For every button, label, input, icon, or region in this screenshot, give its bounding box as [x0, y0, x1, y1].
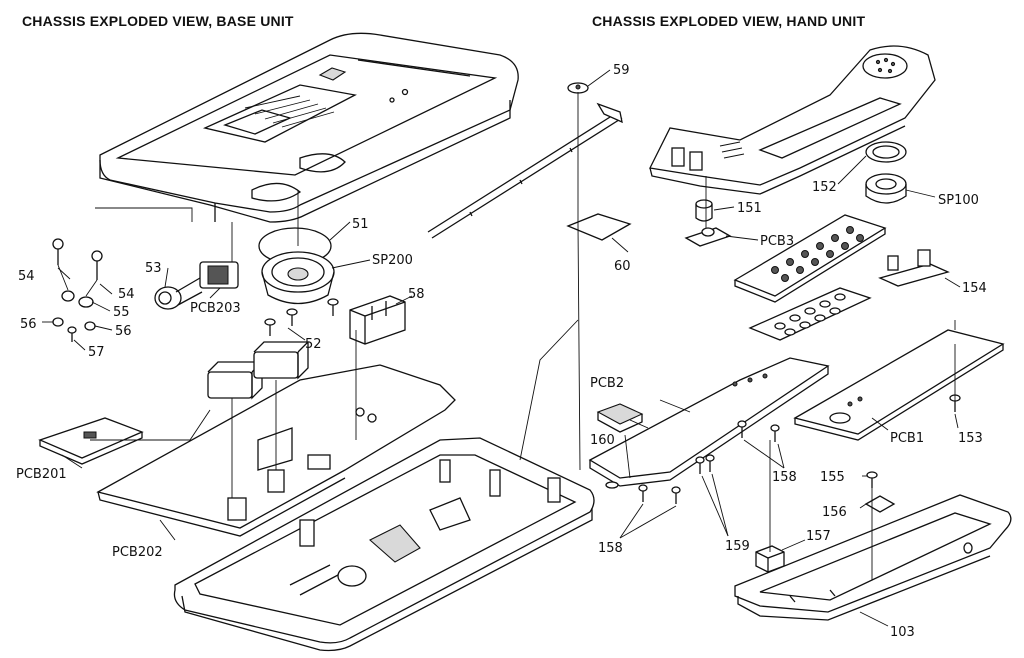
- label-pcb2: PCB2: [590, 376, 624, 391]
- label-sp200: SP200: [372, 253, 413, 268]
- label-56-right: 56: [115, 324, 132, 339]
- label-pcb201: PCB201: [16, 467, 67, 482]
- label-160: 160: [590, 433, 615, 448]
- label-58: 58: [408, 287, 425, 302]
- heading-base-unit: CHASSIS EXPLODED VIEW, BASE UNIT: [22, 13, 294, 29]
- label-pcb203: PCB203: [190, 301, 241, 316]
- label-pcb202: PCB202: [112, 545, 163, 560]
- screws-52: [264, 298, 339, 336]
- hand-top-cover: [649, 45, 936, 195]
- label-51: 51: [352, 217, 369, 232]
- label-158-left: 158: [598, 541, 623, 556]
- pcb1-board: [793, 329, 1005, 441]
- label-103: 103: [890, 625, 915, 640]
- hardware-left: [52, 238, 103, 342]
- hand-bottom-housing: [734, 494, 1012, 621]
- part-154: [878, 249, 950, 287]
- part-labels: 54 54 53 55 56 56 57 PCB203 51 SP200 52 …: [16, 63, 987, 640]
- label-60: 60: [614, 259, 631, 274]
- pcb202-board: [96, 341, 456, 537]
- part-58: [349, 295, 406, 345]
- label-54-left: 54: [18, 269, 35, 284]
- pcb203-jack: [154, 261, 239, 310]
- label-sp100: SP100: [938, 193, 979, 208]
- label-157: 157: [806, 529, 831, 544]
- pcb201-board: [38, 417, 144, 465]
- label-152: 152: [812, 180, 837, 195]
- label-151: 151: [737, 201, 762, 216]
- keypad-board: [733, 214, 887, 341]
- label-53: 53: [145, 261, 162, 276]
- antenna: [427, 82, 632, 241]
- label-155: 155: [820, 470, 845, 485]
- label-56-left: 56: [20, 317, 37, 332]
- label-156: 156: [822, 505, 847, 520]
- pcb3-part: [684, 199, 732, 247]
- label-55: 55: [113, 305, 130, 320]
- label-54-right: 54: [118, 287, 135, 302]
- label-153: 153: [958, 431, 983, 446]
- pcb2-board: [588, 357, 830, 489]
- label-59: 59: [613, 63, 630, 78]
- hand-speaker-sp100: [865, 141, 907, 204]
- label-154: 154: [962, 281, 987, 296]
- label-158-right: 158: [772, 470, 797, 485]
- label-57: 57: [88, 345, 105, 360]
- label-pcb1: PCB1: [890, 431, 924, 446]
- base-bottom-housing: [173, 437, 595, 652]
- hand-screws: [638, 394, 961, 504]
- label-pcb3: PCB3: [760, 234, 794, 249]
- label-159: 159: [725, 539, 750, 554]
- base-top-cover: [99, 32, 519, 223]
- leader-lines: [42, 69, 961, 627]
- heading-hand-unit: CHASSIS EXPLODED VIEW, HAND UNIT: [592, 13, 866, 29]
- label-52: 52: [305, 337, 322, 352]
- speaker-sp200: [258, 227, 335, 305]
